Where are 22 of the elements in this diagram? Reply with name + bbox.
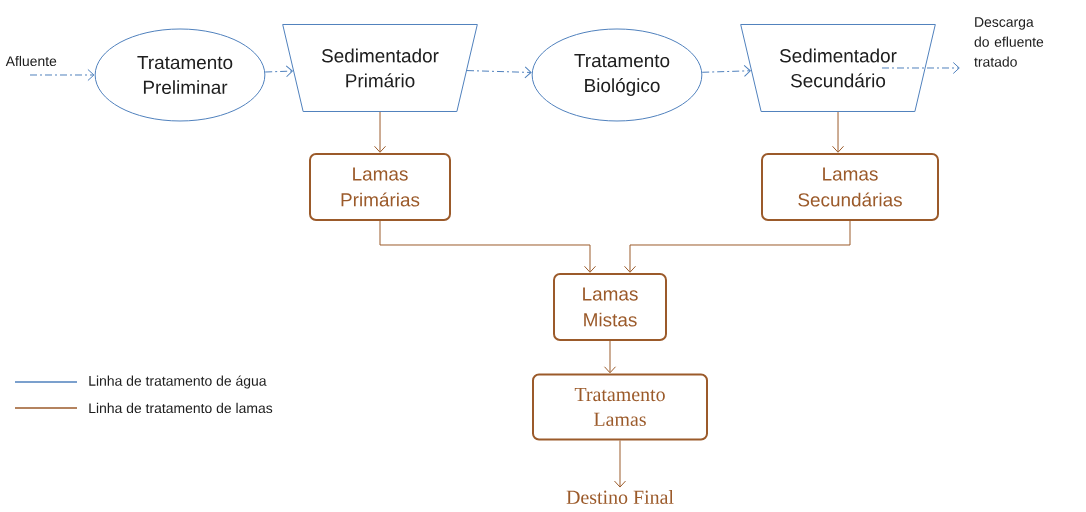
arrow: [466, 66, 532, 79]
sludge-box: Lamas Mistas: [553, 273, 667, 341]
arrow: [624, 220, 851, 273]
sludge-box: Tratamento Lamas: [532, 373, 708, 441]
legend-text: Linha de tratamento de água: [89, 375, 267, 389]
edge-label: Afluente: [5, 55, 57, 67]
arrow: [881, 62, 960, 74]
arrow: [264, 65, 293, 78]
legend-text: Linha de tratamento de lamas: [89, 402, 273, 414]
arrow: [701, 64, 751, 77]
arrow: [832, 111, 844, 153]
arrow: [614, 440, 626, 488]
arrow: [604, 340, 616, 374]
sludge-box: Lamas Primárias: [309, 153, 451, 221]
sludge-box: Lamas Secundárias: [761, 153, 939, 221]
output-text: Destino Final: [566, 490, 674, 504]
arrow: [29, 69, 95, 81]
edge-label: Descarga do efluente tratado: [974, 17, 1044, 67]
arrow: [374, 111, 386, 153]
arrow: [379, 220, 596, 273]
settler-trapezoid: Sedimentador Primário: [282, 24, 478, 112]
settler-trapezoid: Sedimentador Secundário: [740, 24, 936, 112]
